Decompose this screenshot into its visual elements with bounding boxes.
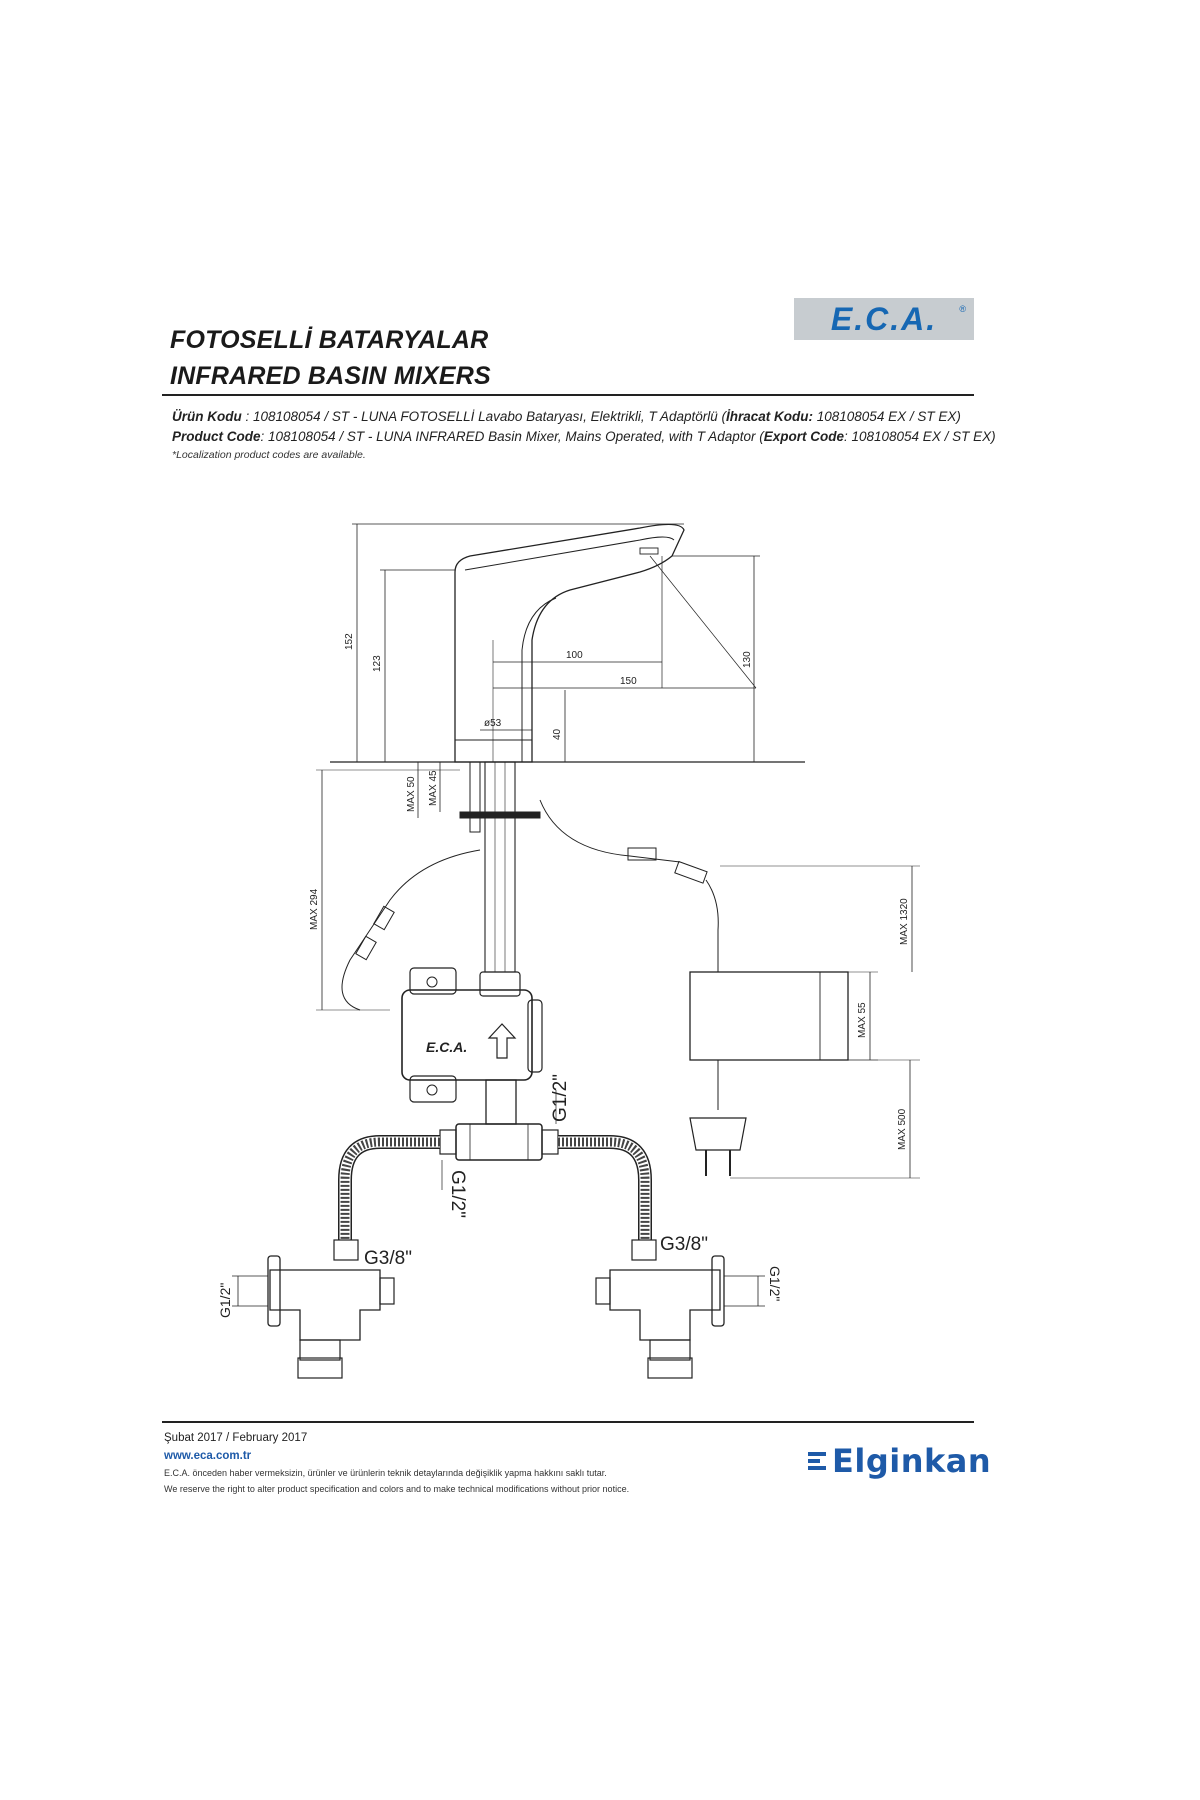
dim-123: 123 (372, 655, 383, 672)
power-plug (689, 1117, 747, 1151)
elginkan-logo: Elginkan (808, 1442, 991, 1480)
thread-g12-right: G1/2" (550, 1074, 571, 1122)
dim-max-1320: MAX 1320 (899, 898, 910, 945)
elginkan-text: Elginkan (832, 1442, 992, 1480)
supply-hose (484, 761, 516, 973)
registered-mark: ® (959, 304, 966, 314)
angle-valve-left (269, 1269, 381, 1341)
connector-male (627, 847, 657, 861)
footer-divider (162, 1421, 974, 1423)
footer-disclaimer-tr: E.C.A. önceden haber vermeksizin, ürünle… (164, 1468, 607, 1478)
thread-g12-bottom: G1/2" (447, 1170, 468, 1218)
eca-logo: E.C.A. ® (794, 298, 974, 340)
header-divider (162, 394, 974, 396)
dim-max-55: MAX 55 (857, 1002, 868, 1038)
footer-website-link[interactable]: www.eca.com.tr (164, 1450, 252, 1462)
product-code-english: Product Code: 108108054 / ST - LUNA INFR… (172, 429, 996, 444)
dim-130: 130 (742, 651, 753, 668)
solenoid-box (401, 989, 533, 1081)
export-code-en-value: : 108108054 EX / ST EX) (843, 429, 996, 444)
footer-date: Şubat 2017 / February 2017 (164, 1432, 308, 1444)
t-adaptor (455, 1123, 543, 1161)
connector-female (674, 860, 708, 884)
hose-left (338, 1135, 440, 1240)
solenoid-box-logo: E.C.A. (426, 1039, 467, 1055)
eca-logo-text: E.C.A. (830, 300, 938, 337)
dim-152: 152 (344, 633, 355, 650)
title-turkish: FOTOSELLİ BATARYALAR (170, 326, 489, 354)
product-code-en-label: Product Code (172, 429, 261, 444)
dim-max-45: MAX 45 (428, 770, 439, 806)
sensor-window (639, 547, 659, 555)
angle-valve-right (609, 1269, 721, 1341)
power-supply-box (689, 971, 849, 1061)
product-code-tr-text: : 108108054 / ST - LUNA FOTOSELLİ Lavabo… (241, 409, 726, 424)
mounting-nut (459, 811, 541, 819)
dim-150: 150 (620, 676, 637, 687)
product-code-turkish: Ürün Kodu : 108108054 / ST - LUNA FOTOSE… (172, 409, 961, 424)
dim-d53: ø53 (484, 718, 502, 729)
product-code-en-text: : 108108054 / ST - LUNA INFRARED Basin M… (260, 429, 764, 444)
dim-max-50: MAX 50 (406, 776, 417, 812)
thread-g12-left-valve: G1/2" (217, 1283, 233, 1318)
dim-100: 100 (566, 650, 583, 661)
dim-max-500: MAX 500 (897, 1108, 908, 1150)
dim-40: 40 (552, 728, 563, 740)
dim-max-294: MAX 294 (309, 888, 320, 930)
export-code-tr-label: İhracat Kodu: (725, 409, 813, 424)
thread-g12-right-valve: G1/2" (767, 1266, 783, 1301)
elginkan-mark-icon (808, 1450, 826, 1472)
export-code-en-label: Export Code (763, 429, 844, 444)
thread-g38-right: G3/8" (660, 1234, 708, 1255)
footer-disclaimer-en: We reserve the right to alter product sp… (164, 1484, 630, 1494)
thread-g38-left: G3/8" (364, 1248, 412, 1269)
export-code-tr-value: 108108054 EX / ST EX) (813, 409, 961, 424)
product-code-tr-label: Ürün Kodu (172, 409, 242, 424)
title-english: INFRARED BASIN MIXERS (170, 362, 491, 390)
localization-note: *Localization product codes are availabl… (172, 449, 366, 461)
hose-right (558, 1135, 652, 1240)
flow-arrow-icon (487, 1023, 517, 1059)
faucet-body (454, 523, 685, 763)
